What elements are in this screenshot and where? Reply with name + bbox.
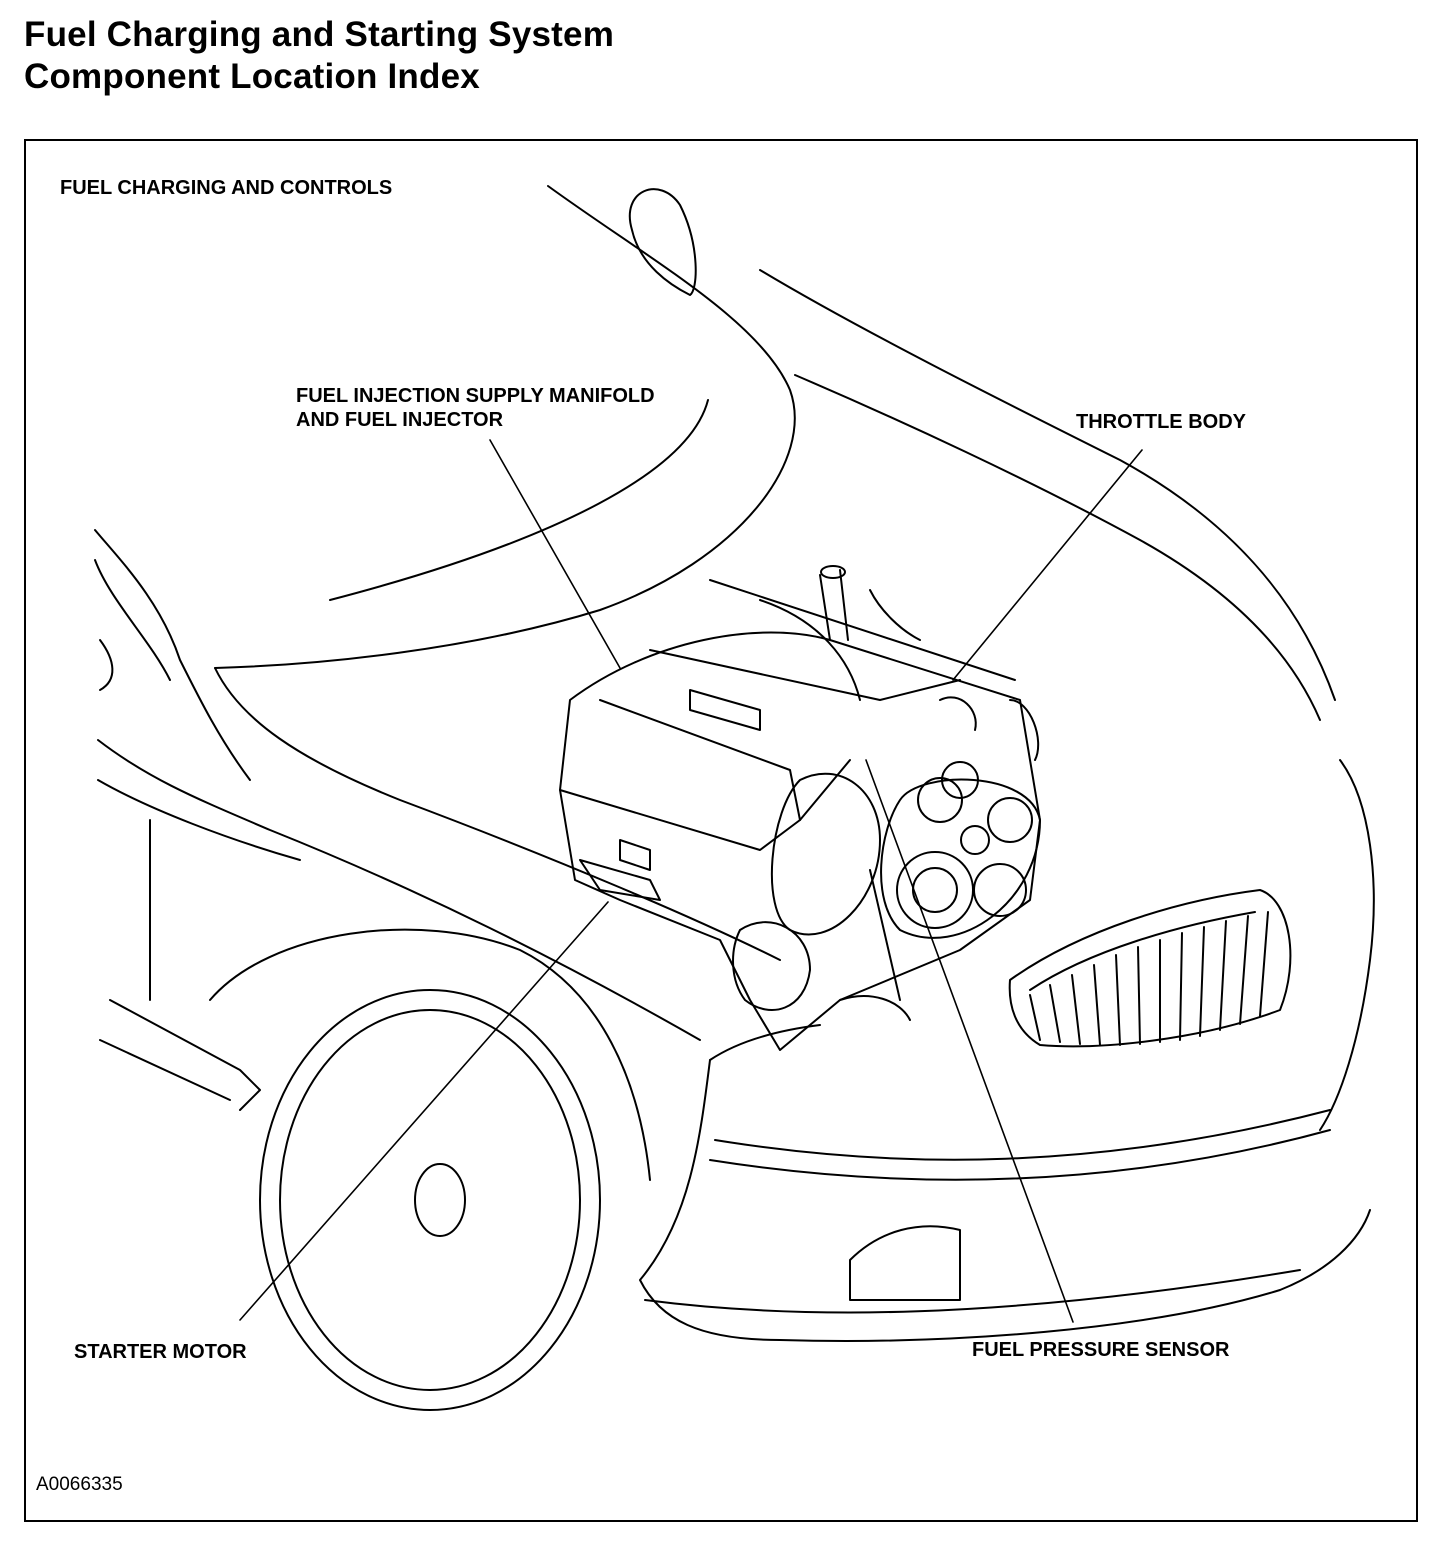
- page-title: Fuel Charging and Starting System Compon…: [24, 14, 614, 98]
- leader-throttle-body: [952, 449, 1143, 681]
- title-line-2: Component Location Index: [24, 57, 480, 96]
- callout-fuel-injection-line-2: AND FUEL INJECTOR: [296, 409, 504, 431]
- callout-starter-motor: STARTER MOTOR: [74, 1341, 247, 1363]
- callout-fuel-injection-line-1: FUEL INJECTION SUPPLY MANIFOLD: [296, 385, 655, 407]
- diagram-frame: [24, 139, 1418, 1522]
- title-line-1: Fuel Charging and Starting System: [24, 15, 615, 54]
- wheel-outline: [209, 928, 651, 1411]
- mirror-outline: [628, 188, 697, 296]
- leader-starter-motor: [239, 901, 609, 1321]
- callout-fuel-pressure-sensor: FUEL PRESSURE SENSOR: [972, 1339, 1230, 1361]
- bumper-outline: [639, 759, 1375, 1342]
- body-side-outline: [94, 529, 701, 1111]
- leader-fuel-pressure-sensor: [865, 759, 1074, 1323]
- callout-throttle-body: THROTTLE BODY: [1076, 411, 1246, 433]
- callout-fuel-injection-supply-manifold: FUEL INJECTION SUPPLY MANIFOLD AND FUEL …: [296, 384, 655, 432]
- grille-outline: [1008, 889, 1292, 1048]
- leader-fuel-injection: [489, 439, 621, 669]
- hood-outline: [214, 185, 1336, 961]
- leader-lines: [239, 439, 1143, 1323]
- engine-illustration: [559, 565, 1041, 1051]
- figure-id: A0066335: [36, 1474, 123, 1495]
- section-label-fuel-charging: FUEL CHARGING AND CONTROLS: [60, 177, 393, 199]
